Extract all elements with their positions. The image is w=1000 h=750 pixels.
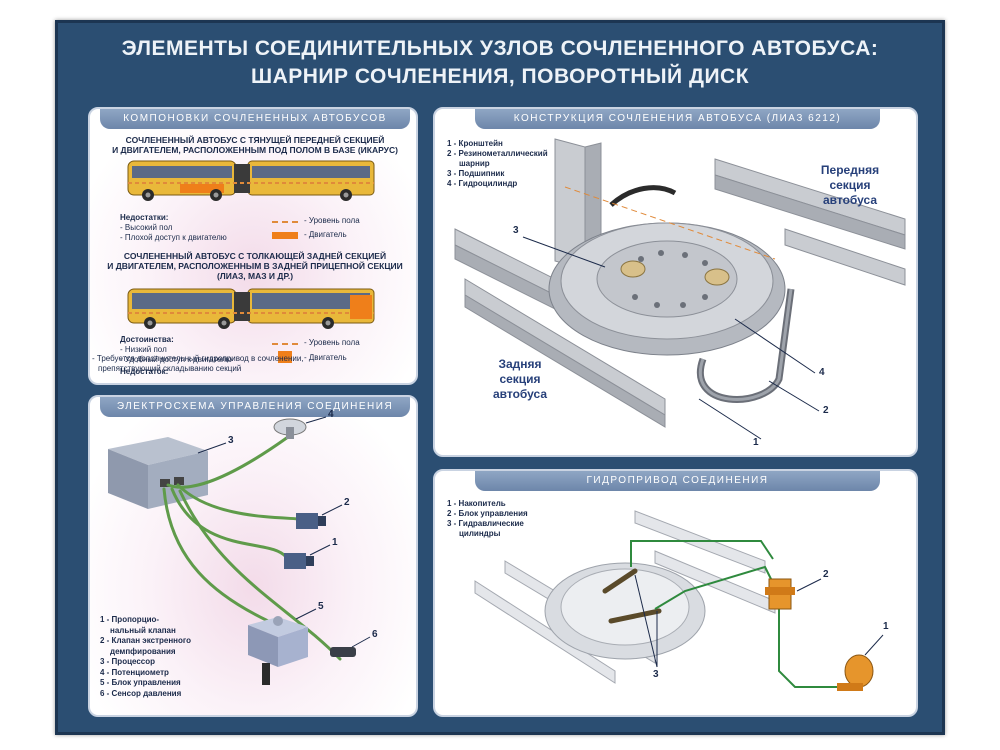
bus2-legend-engine-mark <box>278 351 292 363</box>
control-block-unit <box>248 616 308 685</box>
electric-callout-1: 1 <box>332 537 338 548</box>
construction-callout-2: 2 <box>823 405 829 416</box>
bus2-cons-items-visible: - Требуется дополнительный гидропривод в… <box>92 354 304 374</box>
processor-unit <box>108 437 208 509</box>
construction-callout-1: 1 <box>753 437 759 448</box>
construction-callout-4: 4 <box>819 367 825 378</box>
bus1-cons-item: - Высокий пол <box>120 223 173 232</box>
electric-callout-6: 6 <box>372 629 378 640</box>
hydro-accumulator <box>837 654 874 691</box>
electric-panel-title: ЭЛЕКТРОСХЕМА УПРАВЛЕНИЯ СОЕДИНЕНИЯ <box>100 397 410 417</box>
bus1-heading-line2: И ДВИГАТЕЛЕМ, РАСПОЛОЖЕННЫМ ПОД ПОЛОМ В … <box>112 145 398 155</box>
bus1-legend-engine: - Двигатель <box>304 230 347 239</box>
front-section-label-line: автобуса <box>822 193 878 207</box>
electric-legend-item: 3 - Процессор <box>100 657 156 666</box>
bus2-legend-engine: - Двигатель <box>304 353 347 362</box>
construction-legend-item: 3 - Подшипник <box>447 169 505 178</box>
bus2-cons-item: препятствующий складыванию секций <box>98 364 242 373</box>
bus2-heading-line1: СОЧЛЕНЕННЫЙ АВТОБУС С ТОЛКАЮЩЕЙ ЗАДНЕЙ С… <box>123 251 387 261</box>
electric-legend-item: 6 - Сенсор давления <box>100 688 182 698</box>
rear-section-label: Задняя секция автобуса <box>475 357 565 402</box>
hydro-callout-3: 3 <box>653 669 659 680</box>
poster-board: ЭЛЕМЕНТЫ СОЕДИНИТЕЛЬНЫХ УЗЛОВ СОЧЛЕНЕННО… <box>55 20 945 735</box>
hydro-legend-item: 3 - Гидравлические <box>447 519 524 528</box>
bus1-legend-floor: - Уровень пола <box>304 216 360 225</box>
hydro-control-block <box>765 578 795 610</box>
bus2-heading-line3: (ЛИАЗ, МАЗ И ДР.) <box>216 271 294 281</box>
front-section-label-line: секция <box>829 178 871 192</box>
valve-1-unit <box>284 553 314 569</box>
electric-legend-item: 4 - Потенциометр <box>100 667 169 677</box>
bus1-body <box>127 160 375 201</box>
rear-section-label-line: автобуса <box>492 387 548 401</box>
front-section-label-line: Передняя <box>820 163 880 177</box>
bus2-pros-title: Достоинства: <box>120 335 174 344</box>
hydro-legend: 1 - Накопитель 2 - Блок управления 3 - Г… <box>447 499 528 539</box>
bus1-legend-floor-mark <box>272 221 298 223</box>
hydro-legend-item: 2 - Блок управления <box>447 509 528 518</box>
construction-legend-item: 2 - Резинометаллический <box>447 149 548 158</box>
bus2-cons: Недостаток: <box>120 367 168 377</box>
bus2-legend-floor-mark <box>272 343 298 345</box>
electric-callout-3: 3 <box>228 435 234 446</box>
construction-callout-3: 3 <box>513 225 519 236</box>
bus2-heading-line2: И ДВИГАТЕЛЕМ, РАСПОЛОЖЕННЫМ В ЗАДНЕЙ ПРИ… <box>107 261 403 271</box>
poster-title-line1: ЭЛЕМЕНТЫ СОЕДИНИТЕЛЬНЫХ УЗЛОВ СОЧЛЕНЕННО… <box>121 37 879 60</box>
hydro-legend-item: 1 - Накопитель <box>447 499 506 508</box>
electric-callout-2: 2 <box>344 497 350 508</box>
articulation-joint-drawing <box>454 138 906 440</box>
bus2-legend-floor: - Уровень пола <box>304 338 360 347</box>
electric-scheme-drawing <box>108 416 371 685</box>
front-section-label: Передняя секция автобуса <box>805 163 895 208</box>
bus2-body <box>127 288 375 329</box>
electric-legend-item: 2 - Клапан экстренного <box>100 636 191 645</box>
electric-legend-item: нальный клапан <box>110 625 176 635</box>
bus1-legend-engine-mark <box>272 232 298 239</box>
bus1-heading: СОЧЛЕНЕННЫЙ АВТОБУС С ТЯНУЩЕЙ ПЕРЕДНЕЙ С… <box>90 135 416 155</box>
hydro-legend-item: цилиндры <box>459 529 501 538</box>
construction-panel: КОНСТРУКЦИЯ СОЧЛЕНЕНИЯ АВТОБУСА (ЛИАЗ 62… <box>433 107 918 457</box>
poster-title-line2: ШАРНИР СОЧЛЕНЕНИЯ, ПОВОРОТНЫЙ ДИСК <box>250 65 750 88</box>
construction-legend-item: 1 - Кронштейн <box>447 139 503 148</box>
construction-legend-item: 4 - Гидроцилиндр <box>447 179 518 188</box>
bus1-heading-line1: СОЧЛЕНЕННЫЙ АВТОБУС С ТЯНУЩЕЙ ПЕРЕДНЕЙ С… <box>125 135 385 145</box>
construction-panel-title: КОНСТРУКЦИЯ СОЧЛЕНЕНИЯ АВТОБУСА (ЛИАЗ 62… <box>475 109 880 129</box>
hydro-callout-2: 2 <box>823 569 829 580</box>
bus1-cons-item: - Плохой доступ к двигателю <box>120 233 227 242</box>
electric-legend: 1 - Пропорцио- нальный клапан 2 - Клапан… <box>100 615 191 699</box>
rear-section-label-line: Задняя <box>498 357 542 371</box>
electric-legend-item: демпфирования <box>110 646 176 656</box>
hydro-callout-1: 1 <box>883 621 889 632</box>
hydro-panel: ГИДРОПРИВОД СОЕДИНЕНИЯ <box>433 469 918 717</box>
potentiometer-unit <box>273 418 307 439</box>
electric-panel: ЭЛЕКТРОСХЕМА УПРАВЛЕНИЯ СОЕДИНЕНИЯ <box>88 395 418 717</box>
poster-title: ЭЛЕМЕНТЫ СОЕДИНИТЕЛЬНЫХ УЗЛОВ СОЧЛЕНЕННО… <box>58 35 942 91</box>
construction-legend: 1 - Кронштейн 2 - Резинометаллический ша… <box>447 139 548 189</box>
bus2-pros-item: - Низкий пол <box>120 345 167 354</box>
bus2-heading: СОЧЛЕНЕННЫЙ АВТОБУС С ТОЛКАЮЩЕЙ ЗАДНЕЙ С… <box>90 251 416 281</box>
bus1-cons: Недостатки: - Высокий пол - Плохой досту… <box>120 213 227 243</box>
layout-panel: КОМПОНОВКИ СОЧЛЕНЕННЫХ АВТОБУСОВ СОЧЛЕНЕ… <box>88 107 418 385</box>
bus2-pros-item: - Удобный доступ к двигателю <box>120 355 232 364</box>
electric-legend-item: 1 - Пропорцио- <box>100 615 160 624</box>
bus1-cons-title: Недостатки: <box>120 213 169 222</box>
rear-section-label-line: секция <box>499 372 541 386</box>
bus1-illustration <box>127 160 375 329</box>
pressure-sensor-unit <box>330 647 356 657</box>
bus2-pros: Достоинства: - Низкий пол - Удобный дост… <box>120 335 232 365</box>
electric-callout-4: 4 <box>328 409 334 420</box>
bus2-cons-item: - Требуется дополнительный гидропривод в… <box>92 354 304 363</box>
bus2-cons-title: Недостаток: <box>120 367 169 376</box>
electric-callout-5: 5 <box>318 601 324 612</box>
hydro-panel-title: ГИДРОПРИВОД СОЕДИНЕНИЯ <box>475 471 880 491</box>
layout-panel-title: КОМПОНОВКИ СОЧЛЕНЕННЫХ АВТОБУСОВ <box>100 109 410 129</box>
electric-legend-item: 5 - Блок управления <box>100 678 181 687</box>
hydraulic-drive-drawing <box>474 510 884 691</box>
construction-legend-item: шарнир <box>459 159 490 168</box>
valve-2-unit <box>296 513 326 529</box>
